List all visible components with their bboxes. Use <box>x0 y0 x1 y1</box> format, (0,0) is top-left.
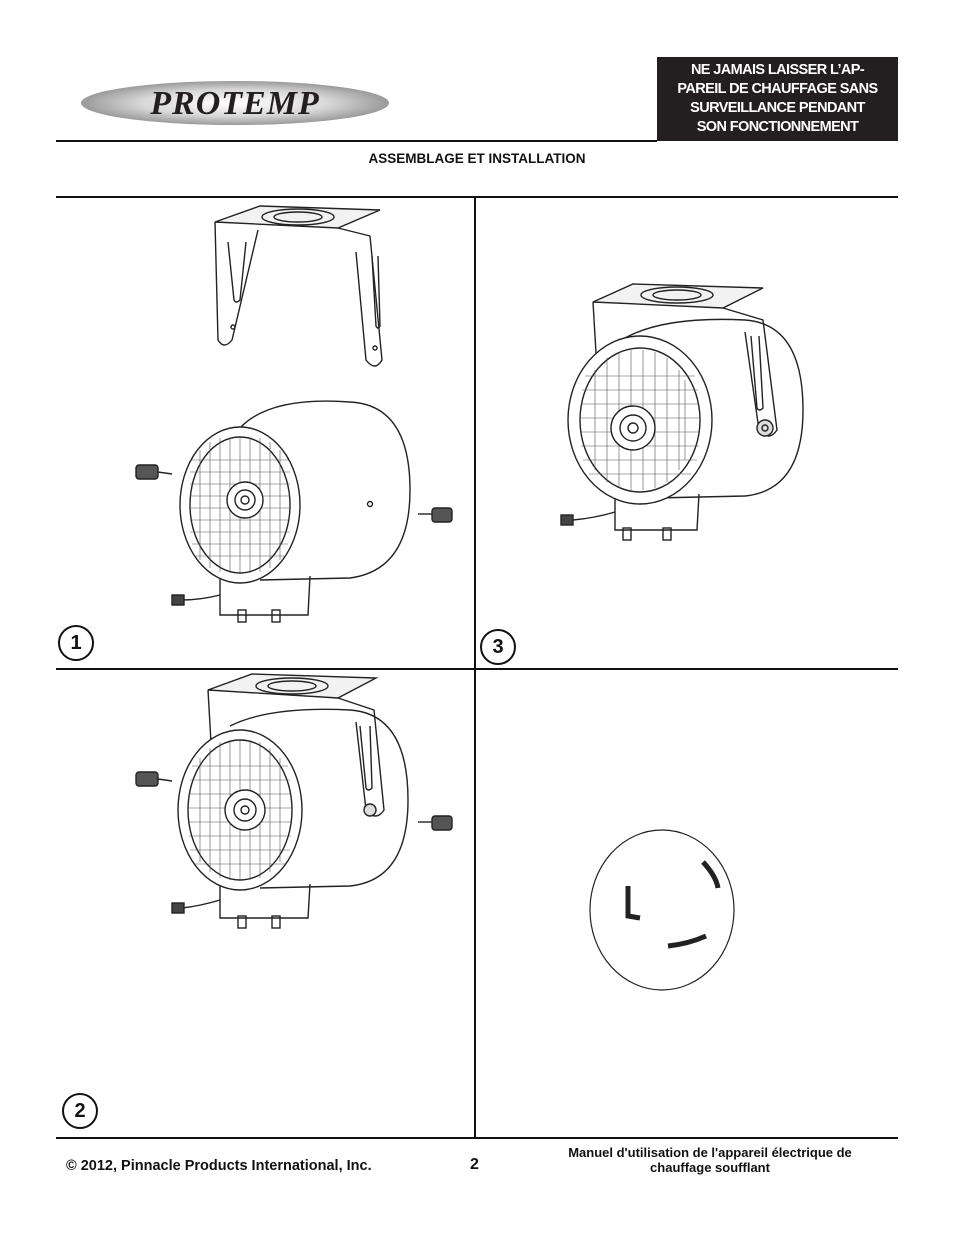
step-3-badge: 3 <box>480 629 516 665</box>
logo-text: PROTEMP <box>149 85 319 122</box>
protemp-logo: PROTEMP <box>80 78 390 128</box>
step2-illustration <box>120 670 460 940</box>
safety-warning-box: NE JAMAIS LAISSER L’AP- PAREIL DE CHAUFF… <box>657 57 898 141</box>
copyright-text: © 2012, Pinnacle Products International,… <box>66 1158 372 1174</box>
step-2-badge: 2 <box>62 1093 98 1129</box>
warning-line: SURVEILLANCE PENDANT <box>690 100 865 116</box>
warning-line: NE JAMAIS LAISSER L’AP- <box>690 62 865 78</box>
section-title: ASSEMBLAGE ET INSTALLATION <box>368 151 586 166</box>
manual-title: Manuel d'utilisation de l'appareil élect… <box>530 1145 890 1175</box>
warning-line: SON FONCTIONNEMENT <box>696 119 859 135</box>
step1-illustration <box>120 200 460 640</box>
warning-line: PAREIL DE CHAUFFAGE SANS <box>677 81 878 97</box>
twist-lock-receptacle-illustration <box>588 828 738 993</box>
grid-middle-rule <box>56 668 898 670</box>
step-1-badge: 1 <box>58 625 94 661</box>
grid-vertical-rule <box>474 197 476 1138</box>
grid-bottom-rule <box>56 1137 898 1139</box>
manual-title-line: chauffage soufflant <box>650 1160 770 1175</box>
grid-top-rule <box>56 196 898 198</box>
header-rule <box>56 140 657 142</box>
step3-illustration <box>545 280 815 560</box>
page-number: 2 <box>470 1156 479 1173</box>
manual-title-line: Manuel d'utilisation de l'appareil élect… <box>568 1145 852 1160</box>
